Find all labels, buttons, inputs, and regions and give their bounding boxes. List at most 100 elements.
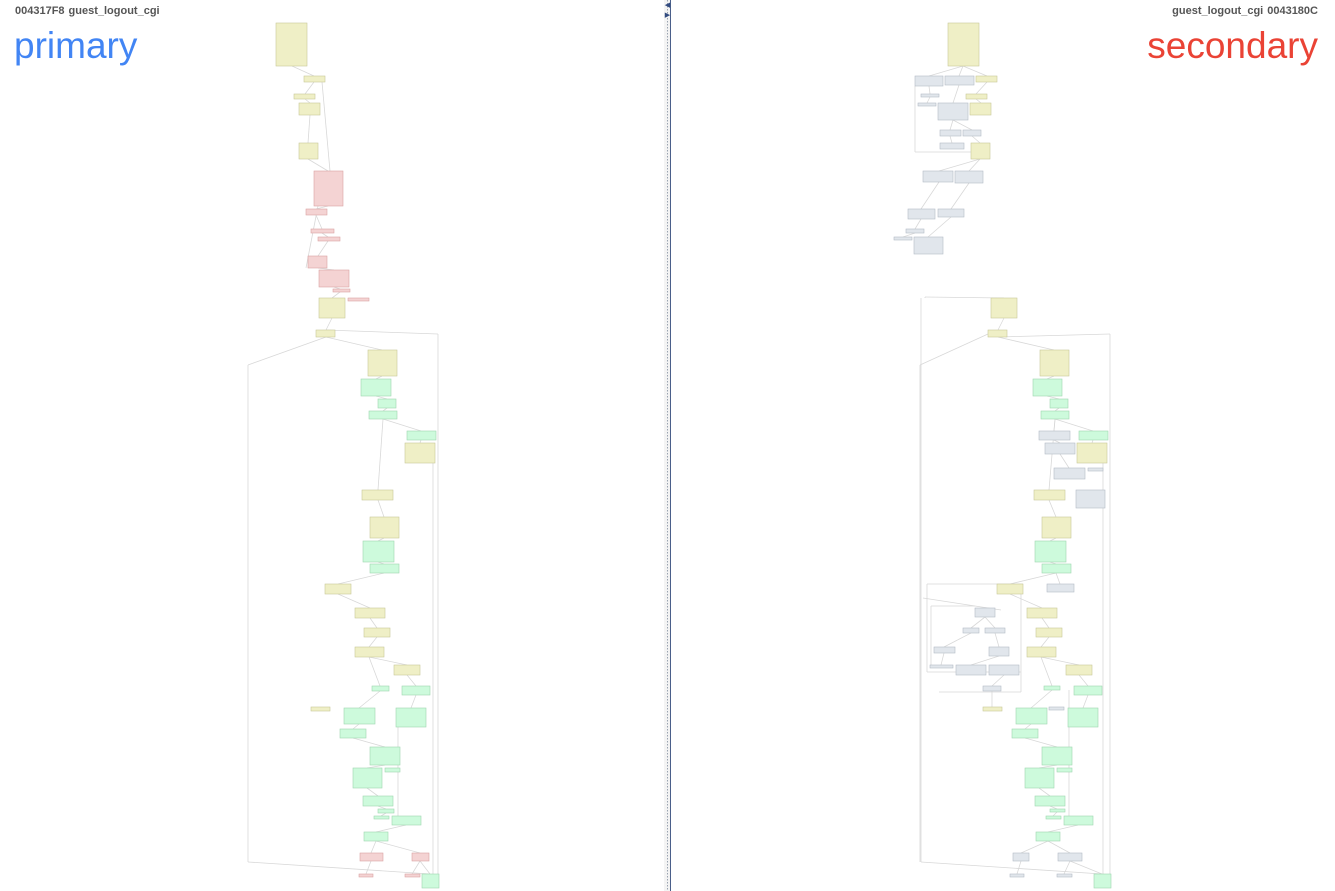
secondary-basic-block[interactable]: [974, 607, 996, 618]
primary-basic-block[interactable]: [363, 627, 391, 638]
primary-basic-block[interactable]: [401, 685, 431, 696]
secondary-basic-block[interactable]: [969, 102, 992, 116]
secondary-basic-block[interactable]: [920, 93, 940, 98]
primary-basic-block[interactable]: [293, 93, 316, 100]
primary-basic-block[interactable]: [393, 664, 421, 676]
secondary-basic-block[interactable]: [944, 75, 975, 86]
secondary-basic-block[interactable]: [1093, 873, 1112, 889]
primary-basic-block[interactable]: [367, 349, 398, 377]
secondary-basic-block[interactable]: [1049, 398, 1069, 409]
secondary-basic-block[interactable]: [933, 646, 956, 654]
primary-basic-block[interactable]: [298, 102, 321, 116]
secondary-basic-block[interactable]: [1073, 685, 1103, 696]
primary-basic-block[interactable]: [352, 767, 383, 789]
secondary-basic-block[interactable]: [929, 664, 954, 669]
primary-basic-block[interactable]: [361, 489, 394, 501]
secondary-basic-block[interactable]: [1041, 746, 1073, 766]
primary-basic-block[interactable]: [310, 228, 335, 234]
primary-basic-block[interactable]: [313, 170, 344, 207]
secondary-basic-block[interactable]: [1033, 489, 1066, 501]
secondary-basic-block[interactable]: [1065, 664, 1093, 676]
secondary-basic-block[interactable]: [1026, 646, 1057, 658]
secondary-basic-block[interactable]: [1040, 410, 1070, 420]
primary-basic-block[interactable]: [362, 540, 395, 563]
primary-basic-block[interactable]: [359, 852, 384, 862]
secondary-basic-block[interactable]: [996, 583, 1024, 595]
primary-basic-block[interactable]: [360, 378, 392, 397]
primary-basic-block[interactable]: [310, 706, 331, 712]
primary-basic-block[interactable]: [369, 746, 401, 766]
secondary-basic-block[interactable]: [937, 208, 965, 218]
primary-basic-block[interactable]: [391, 815, 422, 826]
primary-basic-block[interactable]: [404, 873, 421, 878]
primary-basic-block[interactable]: [406, 430, 437, 441]
secondary-basic-block[interactable]: [917, 102, 937, 107]
secondary-basic-block[interactable]: [1039, 349, 1070, 377]
secondary-basic-block[interactable]: [984, 627, 1006, 634]
primary-basic-block[interactable]: [369, 563, 400, 574]
primary-basic-block[interactable]: [307, 255, 328, 269]
secondary-basic-block[interactable]: [922, 170, 954, 183]
primary-basic-block[interactable]: [371, 685, 390, 692]
secondary-basic-block[interactable]: [1056, 767, 1073, 773]
primary-basic-block[interactable]: [362, 795, 394, 807]
secondary-basic-block[interactable]: [1012, 852, 1030, 862]
secondary-basic-block[interactable]: [914, 75, 944, 87]
secondary-basic-block[interactable]: [1045, 815, 1062, 820]
secondary-basic-block[interactable]: [990, 297, 1018, 319]
secondary-basic-block[interactable]: [1041, 563, 1072, 574]
triangle-right-icon[interactable]: ▶: [664, 12, 671, 19]
secondary-basic-block[interactable]: [988, 646, 1010, 657]
primary-basic-block[interactable]: [421, 873, 440, 889]
primary-basic-block[interactable]: [395, 707, 427, 728]
secondary-basic-block[interactable]: [1009, 873, 1025, 878]
secondary-basic-block[interactable]: [1078, 430, 1109, 441]
secondary-basic-block[interactable]: [939, 142, 965, 150]
secondary-basic-block[interactable]: [1041, 516, 1072, 539]
primary-basic-block[interactable]: [318, 297, 346, 319]
secondary-basic-block[interactable]: [962, 627, 980, 634]
secondary-basic-block[interactable]: [947, 22, 980, 67]
triangle-left-icon[interactable]: ◀: [664, 2, 671, 9]
primary-basic-block[interactable]: [347, 297, 370, 302]
secondary-basic-block[interactable]: [1075, 489, 1106, 509]
secondary-basic-block[interactable]: [1011, 728, 1039, 739]
secondary-basic-block[interactable]: [1049, 808, 1066, 813]
secondary-basic-block[interactable]: [1035, 627, 1063, 638]
secondary-basic-block[interactable]: [1057, 852, 1083, 862]
primary-basic-block[interactable]: [298, 142, 319, 160]
secondary-basic-block[interactable]: [1044, 442, 1076, 455]
secondary-basic-block[interactable]: [1043, 685, 1061, 691]
secondary-basic-block[interactable]: [1056, 873, 1073, 878]
secondary-basic-block[interactable]: [1015, 707, 1048, 725]
secondary-basic-block[interactable]: [907, 208, 936, 220]
secondary-basic-block[interactable]: [965, 93, 988, 100]
secondary-basic-block[interactable]: [988, 664, 1020, 676]
secondary-flow-graph[interactable]: [671, 0, 1335, 891]
secondary-basic-block[interactable]: [987, 329, 1008, 338]
secondary-basic-block[interactable]: [1035, 831, 1061, 842]
secondary-basic-block[interactable]: [1067, 707, 1099, 728]
primary-basic-block[interactable]: [324, 583, 352, 595]
primary-basic-block[interactable]: [404, 442, 436, 464]
secondary-basic-block[interactable]: [982, 685, 1002, 692]
primary-basic-block[interactable]: [377, 398, 397, 409]
secondary-basic-block[interactable]: [1076, 442, 1108, 464]
secondary-basic-block[interactable]: [913, 236, 944, 255]
primary-basic-block[interactable]: [332, 288, 351, 293]
secondary-basic-block[interactable]: [1063, 815, 1094, 826]
secondary-basic-block[interactable]: [1053, 467, 1086, 480]
primary-basic-block[interactable]: [315, 329, 336, 338]
secondary-basic-block[interactable]: [937, 102, 969, 121]
secondary-basic-block[interactable]: [1048, 706, 1065, 711]
primary-basic-block[interactable]: [411, 852, 430, 862]
secondary-basic-block[interactable]: [1024, 767, 1055, 789]
secondary-basic-block[interactable]: [905, 228, 925, 234]
secondary-basic-block[interactable]: [1032, 378, 1063, 397]
primary-basic-block[interactable]: [318, 269, 350, 288]
secondary-basic-block[interactable]: [1087, 467, 1104, 472]
primary-basic-block[interactable]: [343, 707, 376, 725]
secondary-basic-block[interactable]: [1026, 607, 1058, 619]
pane-splitter[interactable]: ◀ ▶: [664, 0, 671, 891]
